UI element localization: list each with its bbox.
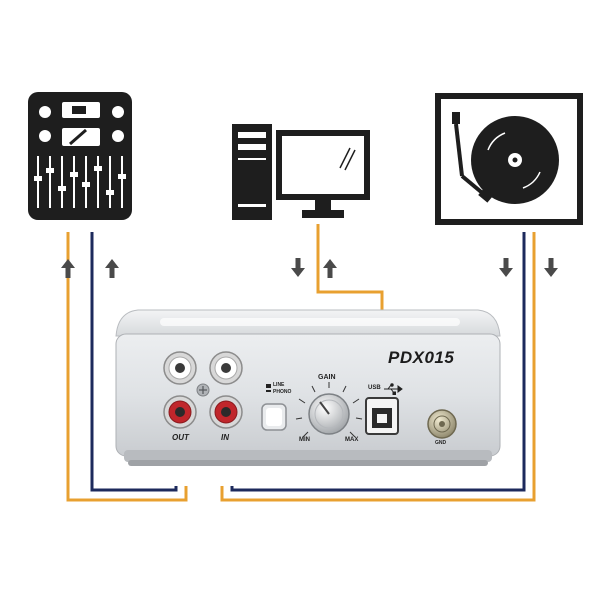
mixer-navy-cable (90, 232, 178, 492)
computer-icon (232, 124, 370, 220)
panel-screw-icon (196, 383, 210, 397)
down-arrow-icon (499, 258, 513, 277)
down-arrow-icon (291, 258, 305, 277)
line-label: LINE (273, 382, 285, 388)
mixer-icon (28, 92, 132, 220)
in-rca-red-jack[interactable] (209, 395, 243, 429)
gnd-post[interactable] (427, 409, 457, 439)
gain-knob[interactable] (295, 382, 363, 438)
turntable-navy-cable (230, 232, 526, 492)
in-rca-white-jack[interactable] (209, 351, 243, 385)
out-rca-white-jack[interactable] (163, 351, 197, 385)
phono-label: PHONO (273, 389, 292, 395)
down-arrow-icon (544, 258, 558, 277)
switch-position-icon (266, 384, 271, 392)
up-arrow-icon (105, 259, 119, 278)
mixer-orange-cable (66, 232, 188, 502)
in-label: IN (221, 433, 229, 442)
up-arrow-icon (323, 259, 337, 278)
gnd-label: GND (435, 440, 447, 446)
usb-label: USB (368, 385, 381, 391)
usb-b-port[interactable] (365, 397, 399, 435)
gain-max-label: MAX (345, 437, 359, 443)
out-label: OUT (172, 433, 189, 442)
model-name: PDX015 (388, 348, 455, 367)
flow-arrows (61, 258, 558, 278)
up-arrow-icon (61, 259, 75, 278)
line-phono-switch[interactable] (261, 403, 287, 431)
gain-min-label: MIN (299, 437, 310, 443)
turntable-icon (435, 93, 583, 225)
pdx015-device (115, 309, 501, 466)
turntable-orange-cable (220, 232, 536, 502)
cables (66, 224, 536, 502)
gain-label: GAIN (318, 374, 336, 381)
usb-icon (384, 383, 403, 395)
out-rca-red-jack[interactable] (163, 395, 197, 429)
